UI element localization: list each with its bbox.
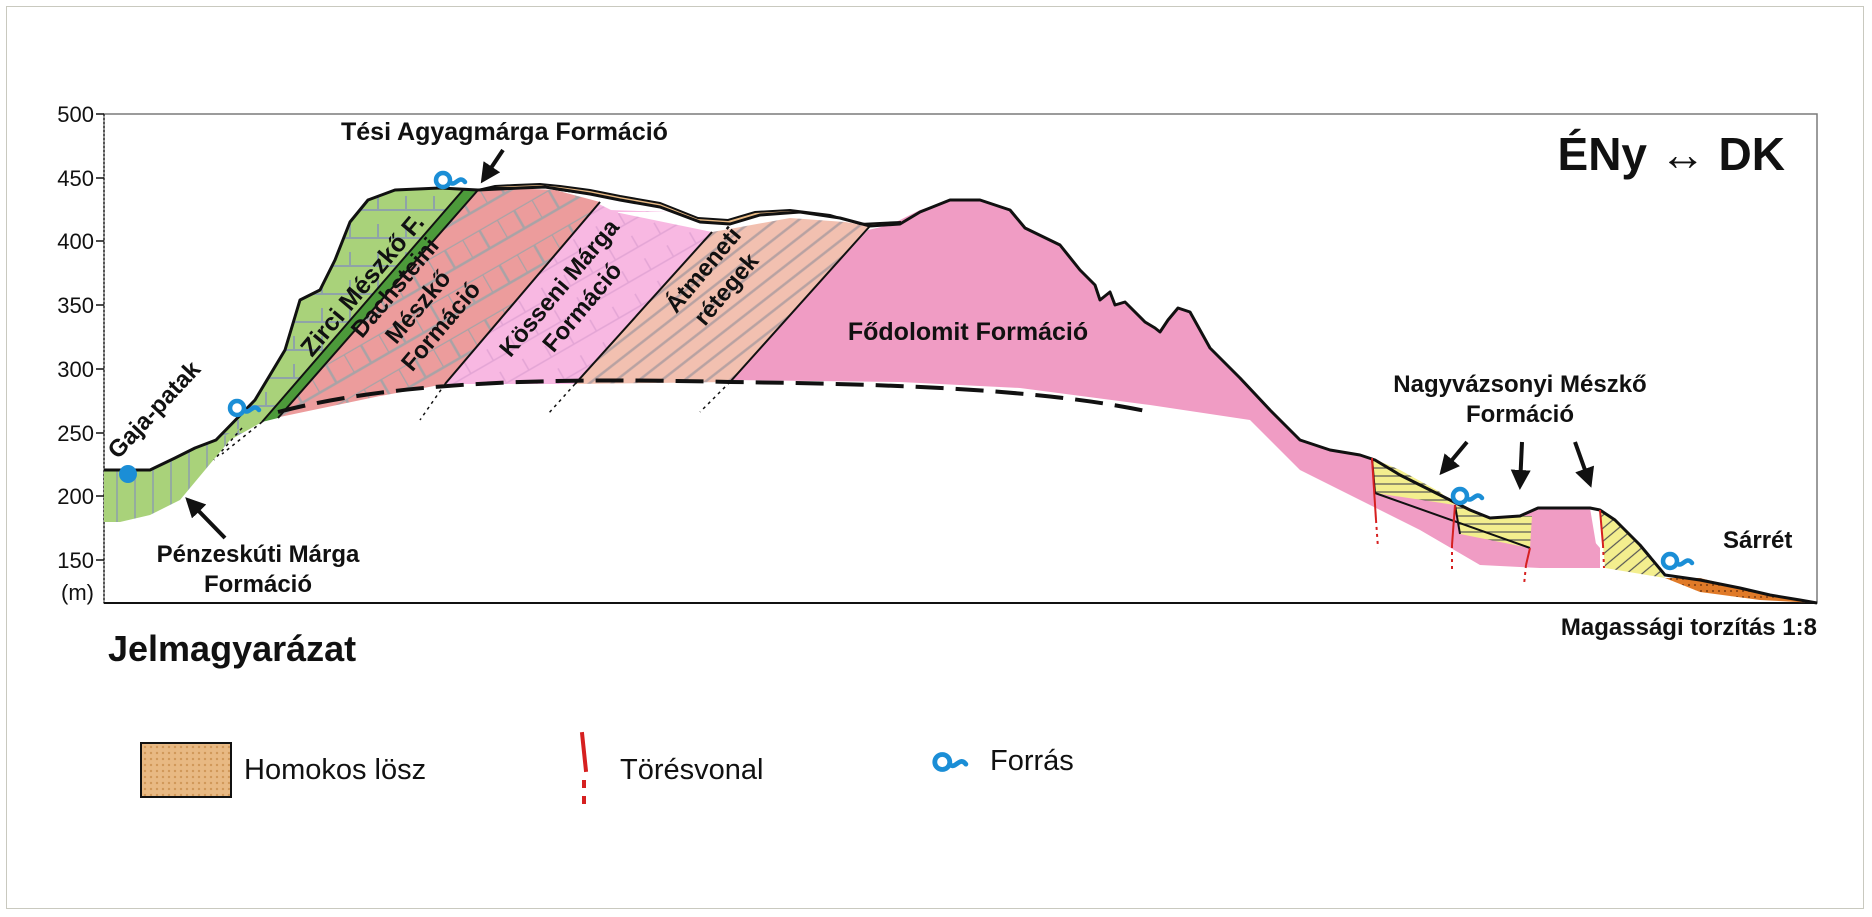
nagyvazsonyi-label-1: Nagyvázsonyi Mészkő xyxy=(1393,371,1646,398)
tesi-label: Tési Agyagmárga Formáció xyxy=(341,118,668,146)
nagyvazsonyi-formation-3 xyxy=(1600,510,1665,578)
y-tick-label: 350 xyxy=(57,293,94,318)
legend-label: Forrás xyxy=(990,745,1074,778)
fodolomit-label: Fődolomit Formáció xyxy=(848,318,1088,346)
sarret-label: Sárrét xyxy=(1723,527,1792,554)
legend-item-forras: Forrás xyxy=(928,745,1074,778)
y-tick-label: 400 xyxy=(57,229,94,254)
spring-icon xyxy=(1663,554,1692,568)
penzeskuti-label-1: Pénzeskúti Márga xyxy=(157,541,360,568)
legend-label: Homokos lösz xyxy=(244,754,426,787)
legend-label: Törésvonal xyxy=(620,754,763,787)
y-tick-label: 450 xyxy=(57,166,94,191)
stream-icon xyxy=(119,465,137,483)
legend-item-homokos-losz: Homokos lösz xyxy=(140,742,426,798)
y-tick-label: 150 xyxy=(57,548,94,573)
y-axis-ticks xyxy=(96,114,104,560)
sandy-loess-swatch xyxy=(140,742,232,798)
y-axis-unit: (m) xyxy=(61,580,94,605)
spring-icon xyxy=(928,747,978,777)
y-tick-label: 300 xyxy=(57,357,94,382)
gaja-patak-label: Gaja-patak xyxy=(103,355,207,464)
legend-title: Jelmagyarázat xyxy=(108,628,356,670)
y-tick-label: 500 xyxy=(57,102,94,127)
spring-icon xyxy=(436,173,465,187)
y-tick-label: 250 xyxy=(57,421,94,446)
fault-line-icon xyxy=(570,732,600,808)
legend-item-toresvonal: Törésvonal xyxy=(570,732,763,808)
vertical-exaggeration-note: Magassági torzítás 1:8 xyxy=(1561,614,1817,641)
y-tick-label: 200 xyxy=(57,484,94,509)
nagyvazsonyi-label-2: Formáció xyxy=(1466,401,1574,428)
orientation-label: ÉNy ↔ DK xyxy=(1558,128,1785,180)
penzeskuti-label-2: Formáció xyxy=(204,571,312,598)
spring-icon xyxy=(1453,489,1482,503)
